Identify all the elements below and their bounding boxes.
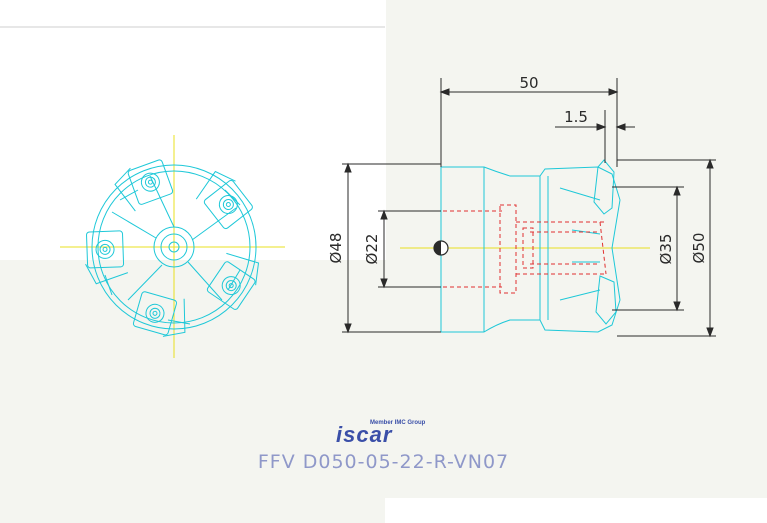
cutter-body-inner [97, 170, 251, 324]
bore-center [168, 241, 180, 253]
paper-panel-top-left [0, 0, 386, 260]
center-hole-fill [434, 241, 441, 255]
flute-edges [104, 189, 241, 325]
dim-d50-label: Ø50 [690, 233, 708, 264]
dim-offset-label: 1.5 [564, 108, 588, 126]
bore-inner [160, 233, 188, 261]
paper-panel-bottom-right [385, 498, 767, 523]
hidden-lines [443, 204, 607, 294]
insert-pocket [206, 252, 260, 310]
cutter-body-outline [91, 164, 257, 330]
iscar-logo: Member IMC Group iscar [336, 420, 426, 447]
insert-top [593, 159, 615, 215]
dimension-lines [342, 78, 716, 338]
insert-pocket [132, 291, 186, 337]
cutter-body-profile [440, 166, 621, 333]
product-code: FFV D050-05-22-R-VN07 [257, 451, 510, 473]
chip-flutes [111, 175, 237, 301]
logo-tagline: Member IMC Group [370, 420, 426, 426]
insert-pocket [114, 159, 174, 212]
dim-length-label: 50 [519, 74, 538, 92]
insert-edges [559, 187, 601, 301]
cutter-side-view [400, 159, 650, 333]
insert-bottom [595, 275, 617, 325]
cutter-front-view [60, 135, 285, 358]
insert-pocket [85, 230, 129, 285]
insert-pocket [195, 170, 253, 230]
dim-d48-label: Ø48 [327, 233, 345, 264]
dim-d22-label: Ø22 [363, 234, 381, 265]
dim-d35-label: Ø35 [657, 234, 675, 265]
logo-wordmark: iscar [336, 422, 393, 447]
